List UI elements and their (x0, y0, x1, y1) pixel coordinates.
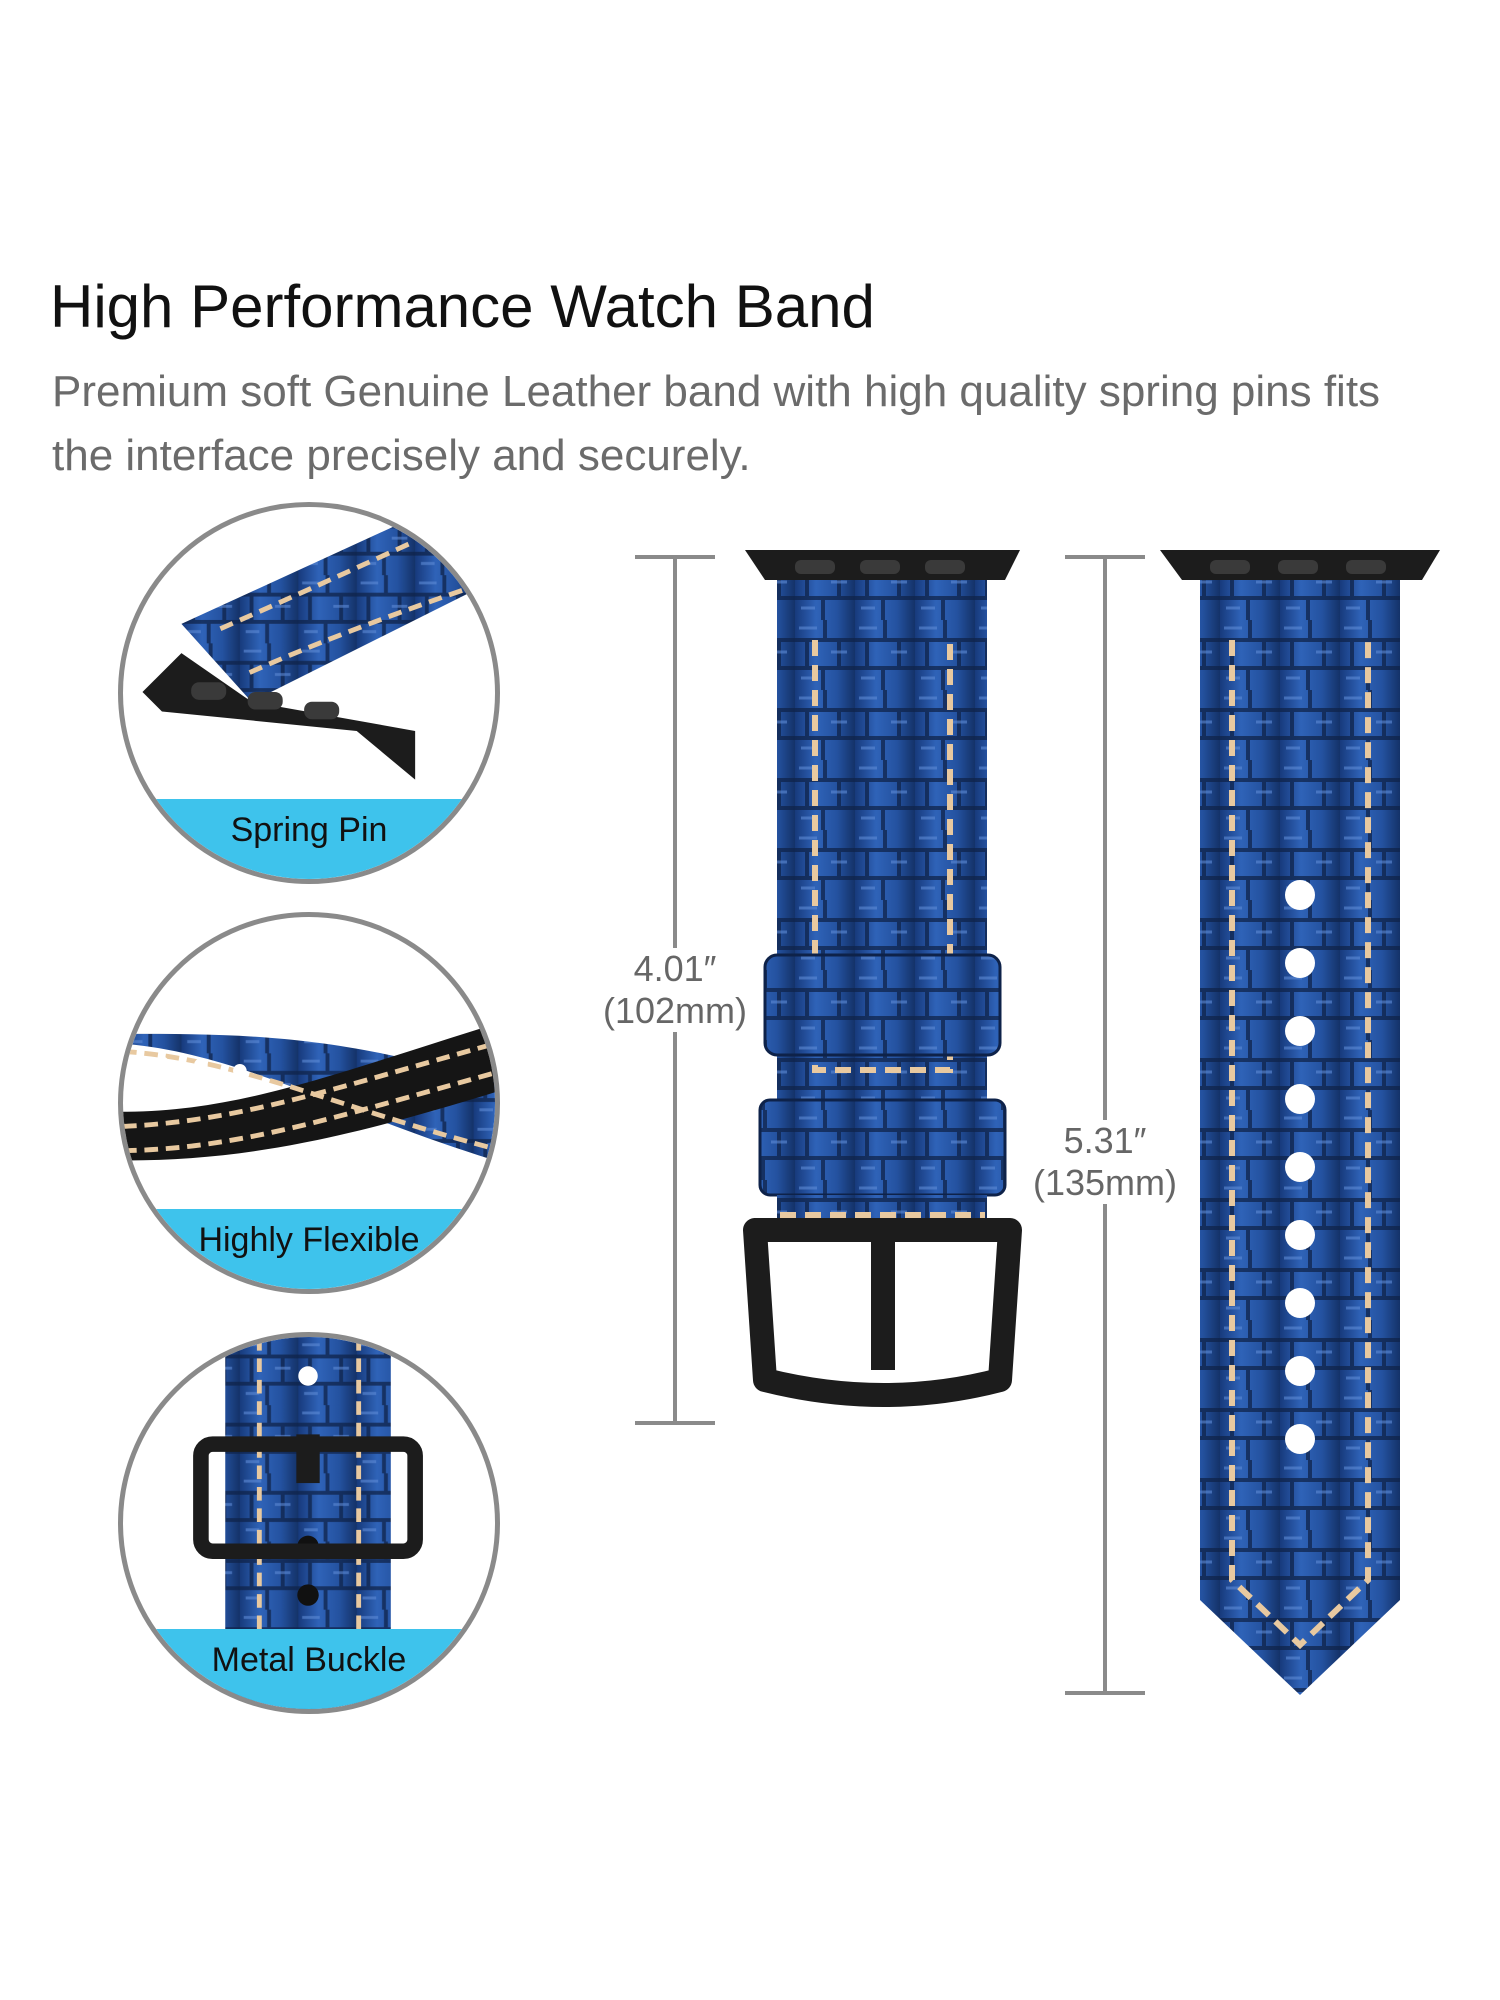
spring-pin-closeup-icon (142, 516, 486, 780)
flexible-band-closeup-icon (123, 1024, 495, 1161)
strap-keeper-loop (763, 953, 1002, 1057)
buckle-tongue-icon (871, 1235, 895, 1370)
long-strap-mm: (135mm) (1032, 1162, 1178, 1203)
feature-highly-flexible: Highly Flexible (118, 912, 500, 1294)
page-title: High Performance Watch Band (50, 273, 875, 340)
feature-label: Highly Flexible (123, 1209, 495, 1289)
long-strap-with-holes (1160, 550, 1440, 1695)
long-strap-length: 5.31″ (135mm) (1012, 1120, 1198, 1204)
feature-label: Metal Buckle (123, 1629, 495, 1709)
page-subtitle: Premium soft Genuine Leather band with h… (52, 367, 1381, 480)
short-strap-mm: (102mm) (602, 990, 748, 1031)
feature-spring-pin: Spring Pin (118, 502, 500, 884)
short-strap-length: 4.01″ (102mm) (585, 948, 765, 1032)
strap-holes (1285, 880, 1315, 1454)
metal-buckle-icon (743, 1218, 1022, 1407)
strap-body (1200, 580, 1400, 1695)
short-strap-inches: 4.01″ (633, 948, 717, 989)
strap-keeper-loop (758, 1098, 1007, 1197)
feature-metal-buckle: Metal Buckle (118, 1332, 500, 1714)
long-strap-inches: 5.31″ (1063, 1120, 1147, 1161)
short-strap-with-buckle (743, 550, 1022, 1407)
feature-label: Spring Pin (123, 799, 495, 879)
